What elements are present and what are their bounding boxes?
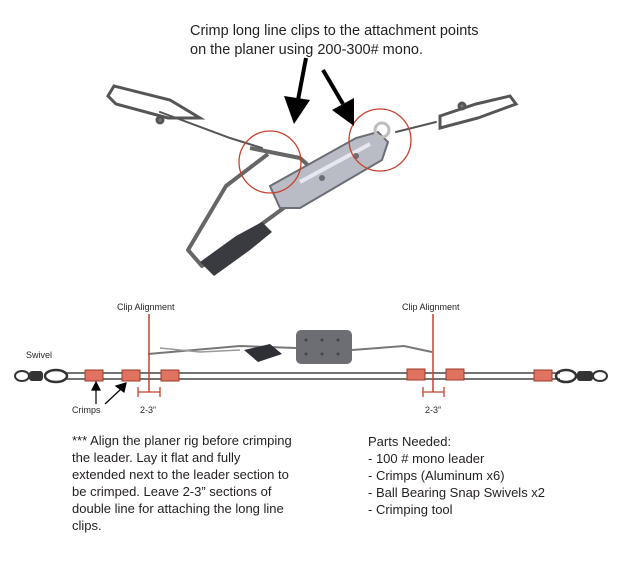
parts-list-item: Crimps (Aluminum x6): [368, 467, 608, 484]
swivel-label: Swivel: [26, 350, 53, 360]
crimp: [533, 369, 553, 382]
planer-body: [268, 130, 390, 209]
clip-alignment-label-right: Clip Alignment: [402, 302, 460, 312]
leader-schematic: [14, 314, 608, 405]
gap-label-right: 2-3”: [425, 405, 442, 415]
crimp: [406, 368, 426, 381]
gap-bracket-left: [137, 387, 161, 397]
gap-bracket-right: [422, 387, 445, 397]
attachment-point-circle-right: [348, 108, 412, 172]
left-long-line-clip: [106, 84, 263, 149]
parts-list-item: 100 # mono leader: [368, 450, 608, 467]
pointer-arrow-right: [321, 68, 354, 126]
clip-alignment-label-left: Clip Alignment: [117, 302, 175, 312]
parts-list-item: Ball Bearing Snap Swivels x2: [368, 484, 608, 501]
snap-swivel-right: [554, 368, 608, 384]
right-long-line-clip: [395, 94, 519, 133]
crimp: [160, 369, 180, 382]
instruction-text: Crimp long line clips to the attachment …: [190, 23, 479, 58]
crimp: [84, 369, 104, 382]
attachment-point-circle-left: [238, 130, 302, 194]
crimps-label: Crimps: [72, 405, 101, 415]
planer-photo-small: [147, 330, 433, 364]
crimp: [445, 368, 465, 381]
gap-label-left: 2-3”: [140, 405, 157, 415]
alignment-note: *** Align the planer rig before crimping…: [72, 433, 292, 533]
crimp: [121, 369, 141, 382]
snap-swivel-left: [14, 368, 69, 384]
attachment-ring: [373, 121, 391, 139]
planer-photo: [106, 57, 519, 276]
parts-list: Parts Needed: 100 # mono leader Crimps (…: [368, 433, 608, 518]
parts-list-title: Parts Needed:: [368, 434, 452, 449]
crimps: [84, 368, 553, 382]
planer-tail-weight: [200, 222, 272, 276]
crimp-arrows: [91, 380, 127, 405]
parts-list-item: Crimping tool: [368, 501, 608, 518]
pointer-arrow-left: [284, 57, 310, 124]
